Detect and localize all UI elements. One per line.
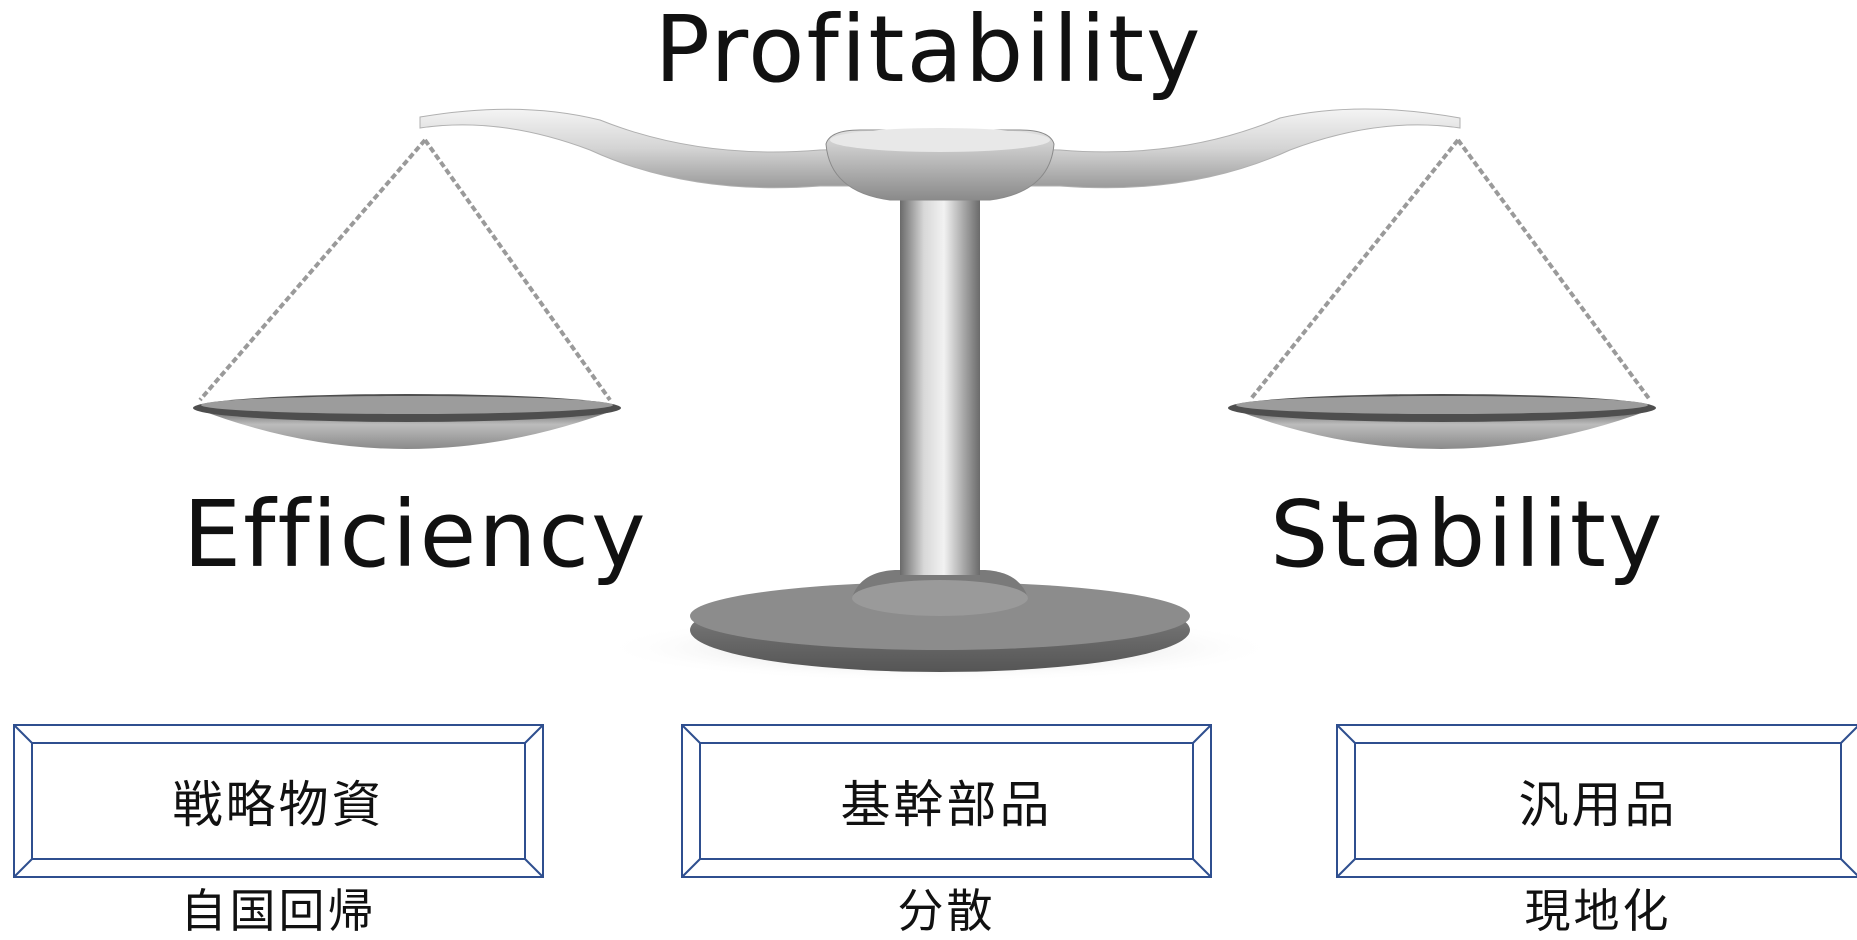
sub-label-localize: 現地化 xyxy=(1524,884,1672,938)
box-label: 戦略物資 xyxy=(172,776,385,834)
box-frame xyxy=(1336,724,1857,878)
box-label: 基幹部品 xyxy=(840,776,1053,834)
box-frame xyxy=(681,724,1212,878)
sub-label-diversify: 分散 xyxy=(897,884,996,938)
left-chain xyxy=(198,138,427,402)
beam xyxy=(419,108,1461,189)
box-frame xyxy=(13,724,544,878)
box-strategic-materials: 戦略物資 xyxy=(13,724,544,878)
box-core-components: 基幹部品 xyxy=(681,724,1212,878)
sub-label-reshoring: 自国回帰 xyxy=(180,884,377,938)
right-chain xyxy=(1248,138,1460,402)
balance-scale-illustration xyxy=(193,108,1656,682)
title-profitability: Profitability xyxy=(654,0,1203,103)
box-label: 汎用品 xyxy=(1518,776,1678,834)
label-efficiency: Efficiency xyxy=(183,481,648,588)
label-stability: Stability xyxy=(1270,481,1665,588)
pillar xyxy=(900,195,980,575)
box-general-purpose: 汎用品 xyxy=(1336,724,1857,878)
